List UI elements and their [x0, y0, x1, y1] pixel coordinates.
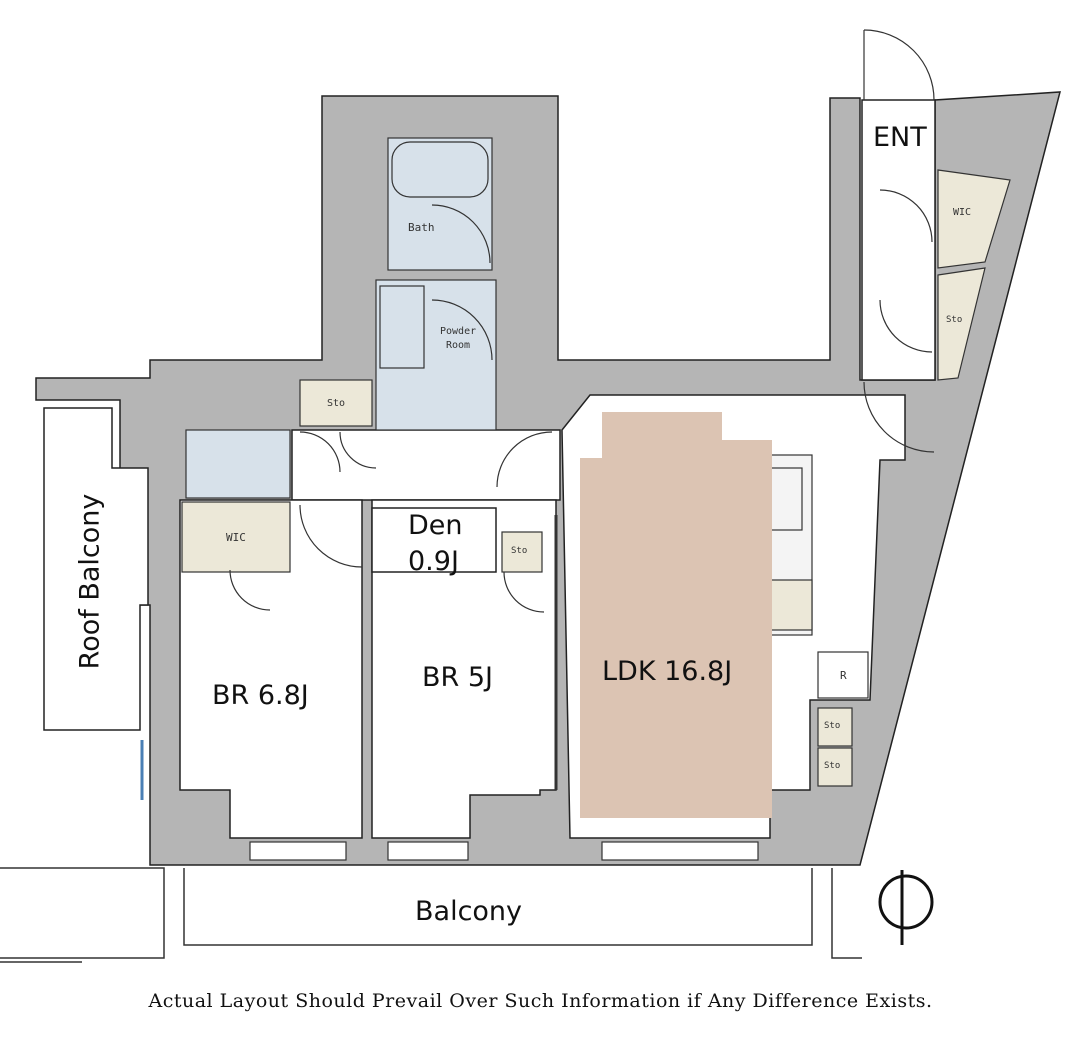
br-5j-label: BR 5J: [422, 662, 494, 693]
bath-label: Bath: [408, 221, 435, 234]
storage-areas: [181, 169, 1011, 787]
storage-toilet-label: Sto: [327, 398, 346, 409]
door-swings: [229, 29, 935, 613]
disclaimer-text: Actual Layout Should Prevail Over Such I…: [148, 990, 933, 1012]
storage-k1-box: [817, 707, 853, 747]
br-6-8j-label: BR 6.8J: [212, 680, 309, 711]
fridge-box: [817, 651, 869, 699]
toilet-room: [185, 429, 291, 499]
windows: [140, 515, 759, 861]
storage-ent-box: [937, 267, 986, 381]
bathtub: [391, 141, 489, 198]
balcony-label: Balcony: [415, 896, 523, 927]
roof-balcony-area: [43, 407, 149, 731]
ldk-highlight: [580, 412, 772, 818]
storage-k1-label: Sto: [824, 721, 841, 731]
wet-areas: [185, 137, 497, 499]
sink: [767, 467, 803, 531]
br1-area: [179, 499, 363, 839]
den-size-label: 0.9J: [408, 546, 459, 577]
corridor: [291, 429, 561, 501]
entrance-area: [861, 99, 936, 381]
balcony-outline: [0, 867, 862, 963]
powder-room-label-2: Room: [446, 340, 471, 351]
storage-k2-label: Sto: [824, 761, 841, 771]
fridge-label: R: [840, 669, 847, 682]
washbasin: [379, 285, 425, 369]
wic-right-label: WIC: [953, 207, 972, 218]
storage-den-box: [501, 531, 543, 573]
wic-left-label: WIC: [226, 531, 246, 544]
ldk-label: LDK 16.8J: [602, 656, 733, 687]
wic-left-box: [181, 501, 291, 573]
den-name-label: Den: [408, 510, 463, 541]
wic-right-box: [937, 169, 1011, 269]
storage-toilet-box: [299, 379, 373, 427]
storage-k2-box: [817, 747, 853, 787]
den-area: [371, 507, 497, 573]
roof-balcony-label: Roof Balcony: [74, 493, 106, 670]
storage-ent-label: Sto: [946, 315, 963, 325]
powder-room-label-1: Powder: [440, 326, 477, 337]
entrance-label: ENT: [873, 122, 927, 153]
north-arrow: [878, 870, 934, 945]
storage-den-label: Sto: [511, 546, 528, 556]
